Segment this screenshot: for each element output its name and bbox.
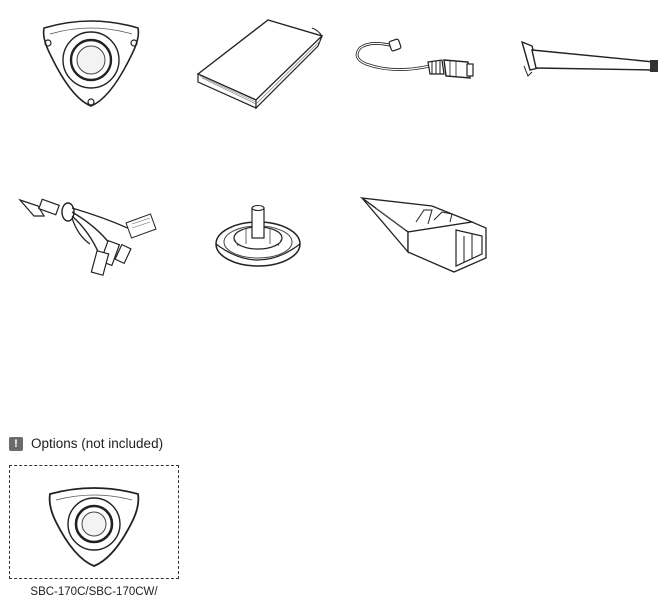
camera-icon <box>36 16 146 110</box>
cable-connector-icon <box>350 36 476 88</box>
exclamation-icon: ! <box>9 436 23 451</box>
camera-cover-icon <box>44 484 144 575</box>
allen-wrench-icon <box>516 36 664 82</box>
options-box <box>9 465 179 579</box>
wedge-bracket-icon <box>358 192 490 274</box>
options-caption: SBC-170C/SBC-170CW/ <box>30 586 158 598</box>
options-label: Options (not included) <box>31 436 164 451</box>
cable-harness-icon <box>16 186 162 280</box>
mount-stand-icon <box>212 200 304 272</box>
options-heading: ! Options (not included) <box>9 436 163 451</box>
manual-booklet-icon <box>194 16 324 110</box>
